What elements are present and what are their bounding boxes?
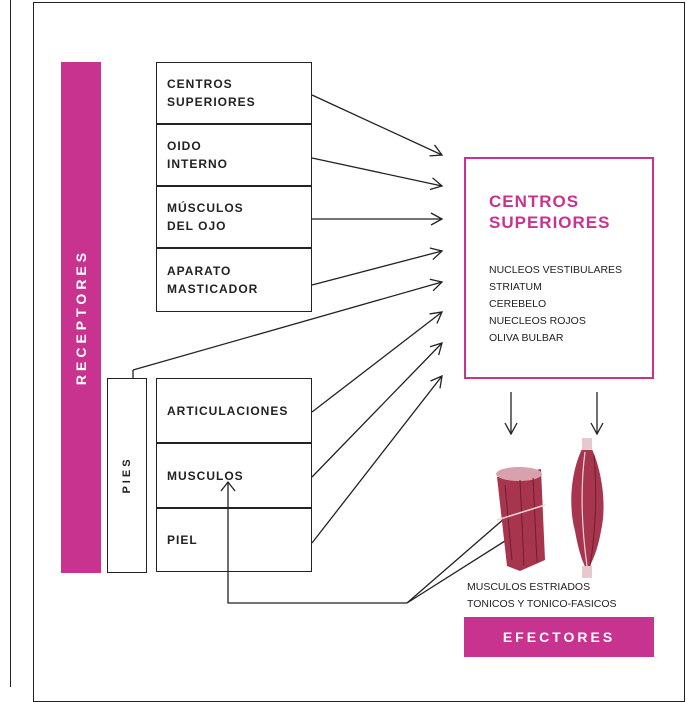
- centros-list-item: CEREBELO: [489, 298, 547, 310]
- receptor-box-centros-superiores: CENTROS SUPERIORES: [156, 62, 312, 124]
- pies-box-label: ARTICULACIONES: [167, 403, 289, 418]
- receptor-box-oido-interno: OIDO INTERNO: [156, 124, 312, 186]
- centros-title-line: CENTROS: [489, 192, 580, 211]
- arrow-aparato-masticador: [311, 247, 444, 286]
- pies-box-musculos: MUSCULOS: [156, 443, 312, 508]
- pies-box-label: PIEL: [167, 533, 198, 547]
- centros-list-item: NUCLEOS VESTIBULARES: [489, 264, 623, 276]
- centros-superiores-box: [464, 157, 654, 379]
- efectores-caption-line: MUSCULOS ESTRIADOS: [467, 581, 591, 593]
- centros-list-item: OLIVA BULBAR: [489, 332, 564, 344]
- receptor-box-line: CENTROS: [167, 77, 233, 91]
- receptor-box-line: MÚSCULOS: [167, 201, 244, 215]
- arrow-articulaciones: [311, 311, 444, 413]
- centros-list: NUCLEOS VESTIBULARES STRIATUM CEREBELO N…: [489, 262, 622, 347]
- centros-title-line: SUPERIORES: [489, 213, 611, 232]
- receptor-box-aparato-masticador: APARATO MASTICADOR: [156, 248, 312, 312]
- receptores-band: [61, 62, 101, 573]
- receptor-box-line: DEL OJO: [167, 219, 227, 233]
- arrow-centros-superiores: [311, 94, 444, 157]
- receptor-box-line: SUPERIORES: [167, 95, 256, 109]
- arrow-pies-diagonal: [132, 278, 444, 371]
- receptor-box-line: MASTICADOR: [167, 282, 259, 296]
- centros-list-item: NUECLEOS ROJOS: [489, 315, 586, 327]
- feedback-line-upper: [406, 504, 521, 604]
- arrow-piel: [311, 374, 443, 544]
- muscle-illustration-right: [571, 438, 604, 578]
- muscle-illustration-left: [496, 467, 546, 571]
- feedback-arrowhead: [220, 480, 236, 492]
- receptor-box-musculos-del-ojo: MÚSCULOS DEL OJO: [156, 186, 312, 248]
- pies-box-piel: PIEL: [156, 508, 312, 572]
- left-frame-edge: [0, 0, 11, 687]
- receptor-box-line: OIDO: [167, 139, 202, 153]
- pies-box: [107, 378, 147, 573]
- pies-box-label: MUSCULOS: [167, 468, 244, 483]
- receptor-box-line: INTERNO: [167, 157, 228, 171]
- arrow-oido-interno: [311, 157, 444, 191]
- efectores-caption-line: TONICOS Y TONICO-FASICOS: [467, 598, 617, 610]
- efectores-band: EFECTORES: [464, 617, 654, 657]
- arrow-musculos: [311, 342, 443, 478]
- connector-arrows: [132, 94, 604, 604]
- feedback-line: [227, 483, 407, 604]
- centros-superiores-title: CENTROS SUPERIORES: [489, 191, 610, 233]
- pies-box-articulaciones: ARTICULACIONES: [156, 378, 312, 443]
- receptor-box-line: APARATO: [167, 264, 232, 278]
- centros-list-item: STRIATUM: [489, 281, 542, 293]
- efectores-caption: MUSCULOS ESTRIADOS TONICOS Y TONICO-FASI…: [467, 579, 617, 613]
